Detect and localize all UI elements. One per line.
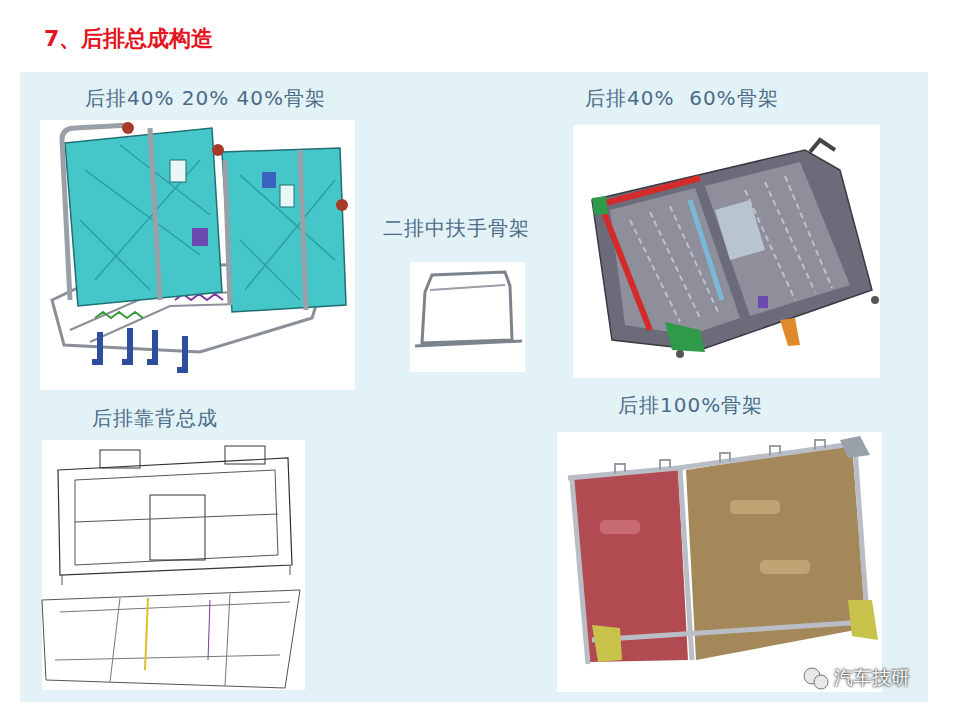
armrest-frame: [410, 262, 525, 372]
outline: [62, 514, 290, 585]
knob: [212, 144, 224, 156]
seatback-panel: [65, 128, 222, 306]
outline: [55, 594, 290, 686]
marker-line: [145, 598, 148, 670]
backrest-outline: [42, 440, 305, 690]
knob: [336, 199, 348, 211]
hole: [760, 560, 810, 574]
image-panel: [42, 440, 305, 690]
frame-tube: [62, 125, 306, 310]
slot: [170, 160, 186, 182]
wechat-icon: [804, 668, 828, 689]
rib-lines: [80, 145, 335, 300]
frame-tube: [568, 444, 868, 664]
hook: [615, 440, 825, 474]
bracket: [780, 318, 800, 346]
back-panel: [705, 162, 850, 316]
image-panel: [573, 125, 880, 378]
slot: [280, 185, 294, 207]
mounting-leg: [92, 328, 185, 370]
bracket: [592, 625, 622, 662]
headrest-guide: [100, 450, 140, 468]
marker-line: [208, 600, 210, 660]
image-panel: [410, 262, 525, 372]
bracket: [665, 322, 705, 352]
panel-caption: 后排100%骨架: [618, 393, 763, 417]
background-panel: [20, 72, 928, 702]
bracket: [840, 436, 870, 458]
bolt: [676, 350, 684, 358]
headrest-guide: [225, 446, 265, 464]
icon-bubble: [814, 675, 828, 689]
image-panel-group: 后排100%骨架: [557, 393, 882, 692]
image-panel-group: 后排40% 20% 40%骨架: [40, 86, 355, 390]
mechanism: [758, 296, 768, 308]
image-panel: [557, 432, 882, 692]
hook: [810, 140, 835, 152]
hole: [600, 520, 640, 534]
center-opening: [150, 495, 205, 560]
window: [715, 200, 765, 260]
knob: [122, 122, 134, 134]
outline: [58, 458, 292, 575]
rib-lines: [630, 176, 832, 322]
bolt: [871, 296, 879, 304]
split-seat-frame: [40, 120, 355, 390]
rod: [690, 200, 722, 300]
hinge-bar: [415, 341, 522, 346]
panel-caption: 后排40% 20% 40%骨架: [85, 86, 326, 110]
label-block: 汽车技研: [834, 665, 910, 691]
image-panel-group: 后排靠背总成: [42, 406, 305, 690]
outline: [42, 590, 300, 688]
image-panel-group: 二排中扶手骨架: [383, 216, 565, 372]
image-panel: [40, 120, 355, 390]
frame-tube: [430, 285, 505, 290]
frame-tube: [422, 272, 512, 343]
bracket: [592, 196, 608, 215]
red-tube: [598, 178, 700, 330]
mechanism: [192, 228, 208, 246]
image-panel-group: 后排40% 60%骨架: [573, 86, 880, 378]
title-block: 7、后排总成构造: [44, 24, 213, 54]
watermark: 汽车技研: [834, 665, 910, 691]
full-back-frame: [557, 432, 882, 692]
panel-caption: 后排靠背总成: [92, 406, 218, 430]
seatback-panel: [222, 148, 346, 312]
panel-caption: 二排中扶手骨架: [383, 216, 530, 240]
panel-caption: 后排40% 60%骨架: [585, 86, 779, 110]
mechanism: [262, 172, 276, 188]
split-back-frame: [573, 125, 880, 378]
spring: [95, 312, 143, 318]
hole: [730, 500, 780, 514]
slide-title: 7、后排总成构造: [44, 24, 213, 54]
bracket: [848, 600, 878, 640]
back-frame: [592, 150, 872, 350]
